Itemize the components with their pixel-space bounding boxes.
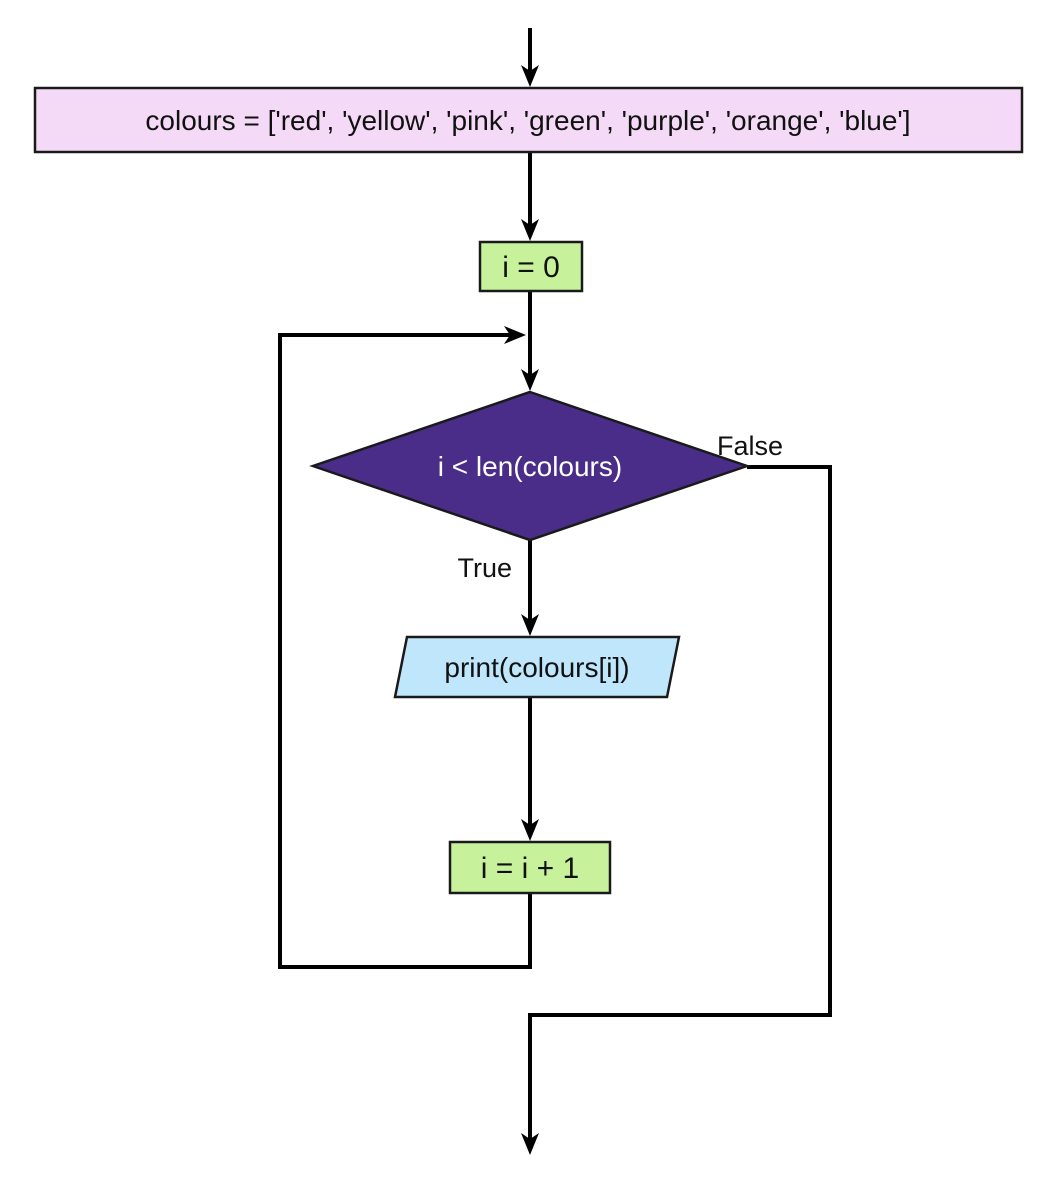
node-increment bbox=[448, 840, 612, 895]
arrowhead-list-to-init-icon bbox=[521, 219, 539, 241]
arrowhead-loopback-icon bbox=[504, 326, 526, 344]
arrowhead-entry-icon bbox=[521, 65, 539, 87]
node-increment-label: i = i + 1 bbox=[481, 852, 579, 885]
true-branch-label: True bbox=[457, 553, 512, 583]
arrowhead-into-increment-icon bbox=[521, 819, 539, 841]
arrowhead-into-print-icon bbox=[521, 614, 539, 636]
arrowhead-exit-icon bbox=[521, 1133, 539, 1155]
node-print bbox=[393, 635, 681, 699]
node-init-list-label: colours = ['red', 'yellow', 'pink', 'gre… bbox=[145, 105, 910, 136]
node-init-counter-label: i = 0 bbox=[502, 251, 560, 284]
node-condition bbox=[309, 390, 751, 542]
arrowhead-into-condition-icon bbox=[521, 369, 539, 391]
node-print-label: print(colours[i]) bbox=[444, 652, 629, 683]
false-branch-label: False bbox=[717, 431, 783, 461]
node-init-counter bbox=[478, 240, 584, 293]
edge-loopback bbox=[278, 333, 532, 969]
node-init-list bbox=[33, 86, 1024, 154]
edge-false-branch bbox=[528, 465, 832, 1141]
node-condition-label: i < len(colours) bbox=[438, 451, 622, 482]
